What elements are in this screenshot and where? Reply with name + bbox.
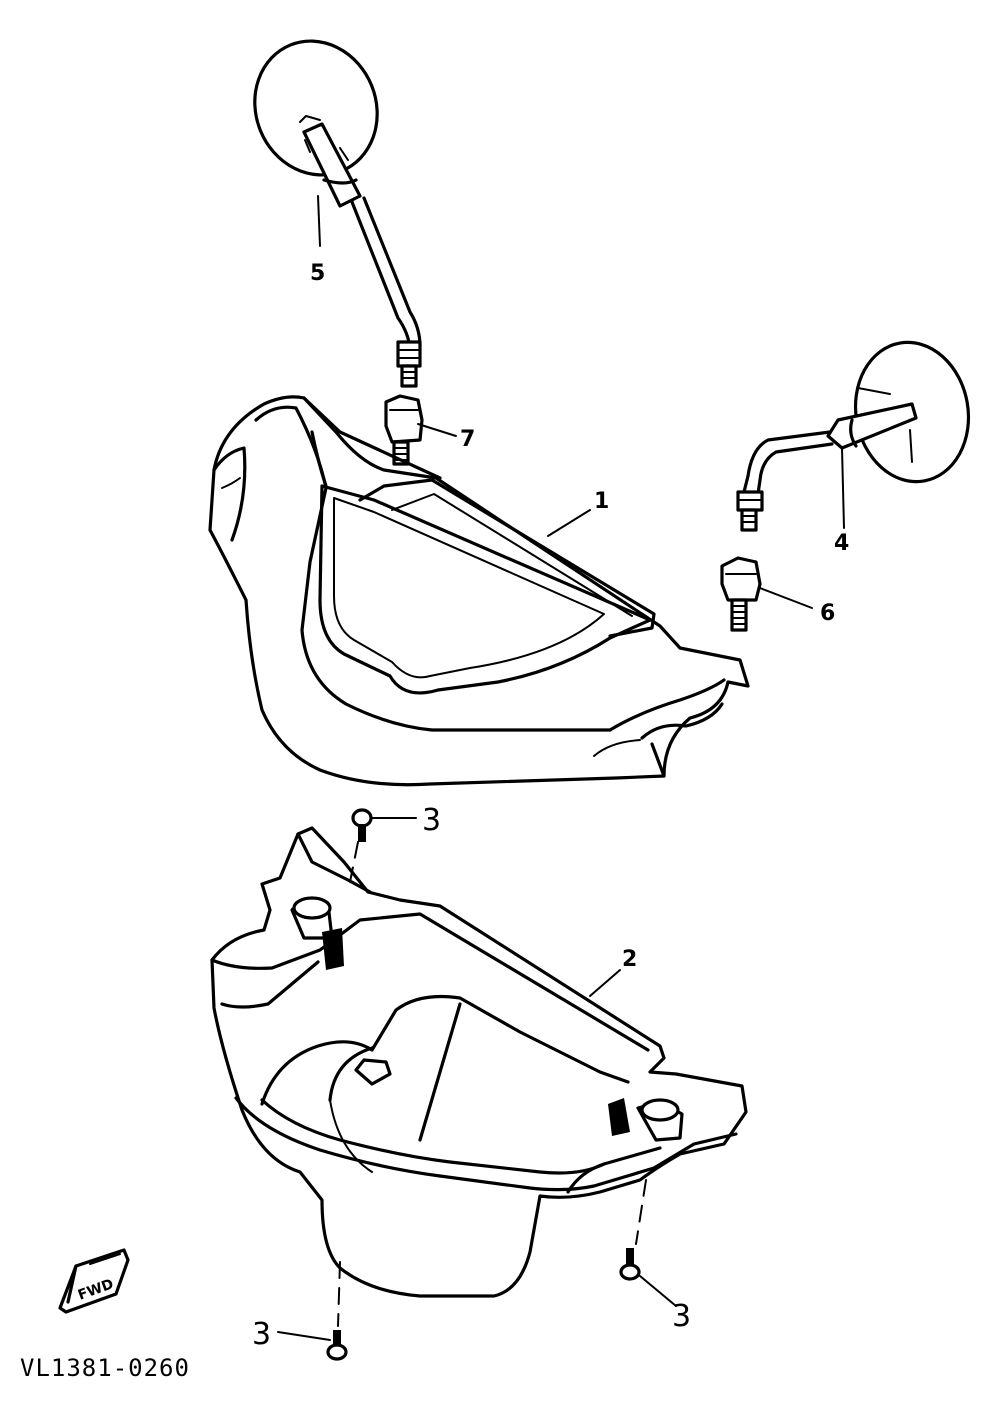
part-label-7: 7 — [460, 427, 475, 452]
adapter-bolt-right — [720, 556, 762, 632]
part-label-6: 6 — [820, 601, 835, 626]
screw-bottom-right — [619, 1248, 641, 1281]
mirror-left — [253, 39, 422, 388]
part-label-3-top: 3 — [422, 803, 441, 838]
part-label-4: 4 — [834, 531, 849, 556]
lower-handle-cover — [210, 826, 748, 1298]
upper-handle-cover — [208, 395, 750, 787]
mirror-right — [736, 340, 971, 532]
leader-lines — [277, 195, 845, 1341]
part-label-3-bottom-right: 3 — [672, 1299, 691, 1334]
drawing-code: VL1381-0260 — [20, 1354, 190, 1382]
forward-direction-marker: FWD — [58, 1248, 130, 1314]
part-label-3-bottom-left: 3 — [252, 1317, 271, 1352]
assembly-guide-lines — [337, 841, 647, 1327]
screw-top — [351, 808, 373, 842]
screw-bottom-left — [326, 1330, 348, 1361]
part-label-5: 5 — [310, 261, 325, 286]
part-label-1: 1 — [594, 489, 609, 514]
part-label-2: 2 — [622, 947, 637, 972]
adapter-bolt-left — [384, 394, 424, 466]
